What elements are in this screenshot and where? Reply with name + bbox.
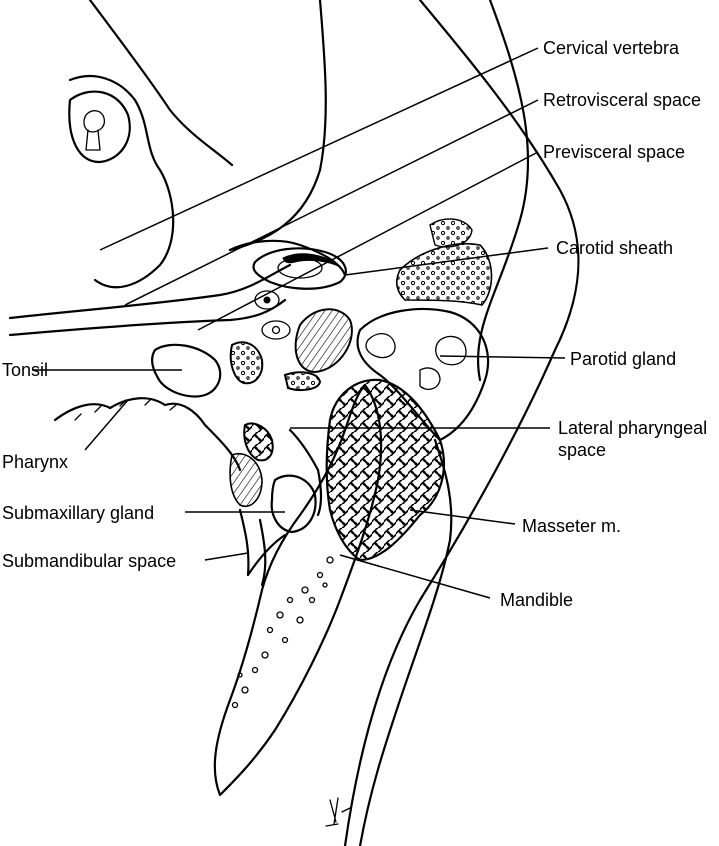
label-previsceral-space: Previsceral space	[543, 142, 686, 162]
skin-outline-inner	[476, 0, 530, 382]
carotid-sheath-shape	[252, 247, 347, 290]
masseter-shape	[325, 378, 445, 562]
label-submandibular-space: Submandibular space	[2, 551, 177, 571]
label-pharynx: Pharynx	[2, 452, 69, 472]
label-lateral-pharyngeal-space: Lateral pharyngeal space	[558, 418, 708, 460]
submaxillary-gland-shape	[270, 474, 317, 534]
pharynx-shape	[53, 397, 242, 472]
label-masseter: Masseter m.	[522, 516, 622, 536]
label-submaxillary-gland: Submaxillary gland	[2, 503, 155, 523]
cervical-vertebra-shape	[68, 90, 131, 164]
label-tonsil: Tonsil	[2, 360, 49, 380]
label-retrovisceral-space: Retrovisceral space	[543, 90, 702, 110]
parotid-gland-shape	[356, 307, 490, 442]
skin-outline	[343, 0, 580, 846]
label-mandible: Mandible	[500, 590, 574, 610]
label-carotid-sheath: Carotid sheath	[556, 238, 674, 258]
mandible-shape	[213, 383, 383, 797]
label-cervical-vertebra: Cervical vertebra	[543, 38, 680, 58]
label-parotid-gland: Parotid gland	[570, 349, 677, 369]
